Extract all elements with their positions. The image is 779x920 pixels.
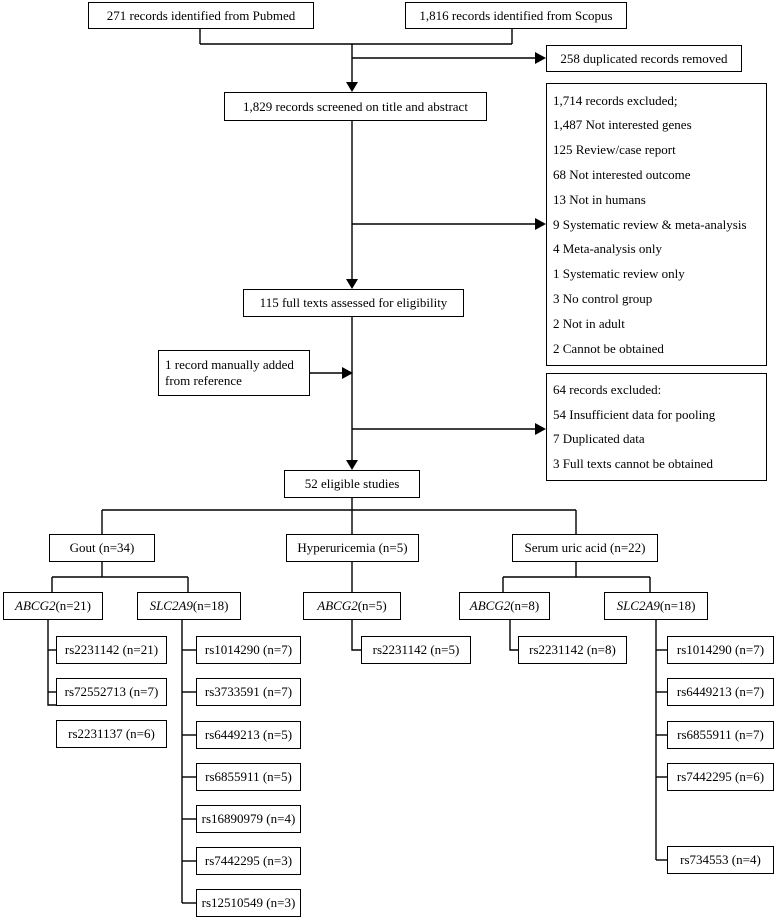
sua-slc2a9-box: SLC2A9 (n=18) [604,592,708,620]
hyperuricemia-box: Hyperuricemia (n=5) [286,534,419,562]
gene-count: (n=18) [192,598,229,614]
snp-box: rs3733591 (n=7) [196,678,301,706]
exclusion-line: 125 Review/case report [553,142,676,158]
screened-box: 1,829 records screened on title and abst… [224,92,487,121]
manual-added-line: 1 record manually added [165,357,294,373]
snp-box: rs1014290 (n=7) [667,636,774,664]
snp-box: rs734553 (n=4) [667,846,774,874]
snp-box: rs2231142 (n=8) [518,636,627,664]
snp-box: rs6449213 (n=7) [667,678,774,706]
exclusion-line: 2 Cannot be obtained [553,340,664,356]
snp-box: rs6855911 (n=5) [196,763,301,791]
exclusion-line: 2 Not in adult [553,315,625,331]
sua-abcg2-box: ABCG2 (n=8) [459,592,550,620]
exclusion-line: 1 Systematic review only [553,266,685,282]
fulltext-exclusions-box: 64 records excluded: 54 Insufficient dat… [546,373,767,481]
snp-box: rs2231137 (n=6) [56,720,167,748]
duplicates-removed-box: 258 duplicated records removed [546,45,742,72]
exclusion-line: 13 Not in humans [553,191,646,207]
exclusion-line: 1,487 Not interested genes [553,117,692,133]
snp-box: rs7442295 (n=3) [196,847,301,875]
exclusion-line: 68 Not interested outcome [553,167,691,183]
scopus-records-box: 1,816 records identified from Scopus [405,2,627,29]
pubmed-records-box: 271 records identified from Pubmed [88,2,314,29]
screening-exclusions-box: 1,714 records excluded; 1,487 Not intere… [546,83,767,366]
snp-box: rs7442295 (n=6) [667,763,774,791]
exclusion-line: 64 records excluded: [553,382,662,398]
eligible-studies-box: 52 eligible studies [284,470,420,498]
snp-box: rs2231142 (n=21) [56,636,167,664]
manual-added-line: from reference [165,373,242,388]
gout-abcg2-box: ABCG2 (n=21) [3,592,103,620]
exclusion-line: 3 No control group [553,291,653,307]
hyperuricemia-abcg2-box: ABCG2 (n=5) [303,592,401,620]
snp-box: rs1014290 (n=7) [196,636,301,664]
snp-box: rs6855911 (n=7) [667,721,774,749]
gene-count: (n=5) [357,598,387,614]
serum-uric-acid-box: Serum uric acid (n=22) [512,534,658,562]
exclusion-line: 4 Meta-analysis only [553,241,663,257]
snp-box: rs16890979 (n=4) [196,805,301,833]
manual-added-box: 1 record manually added from reference [158,350,310,396]
gene-count: (n=8) [510,598,540,614]
gout-box: Gout (n=34) [49,534,155,562]
exclusion-line: 3 Full texts cannot be obtained [553,455,713,471]
exclusion-line: 7 Duplicated data [553,431,645,447]
snp-box: rs72552713 (n=7) [56,678,167,706]
full-texts-box: 115 full texts assessed for eligibility [243,289,464,317]
gene-name: SLC2A9 [616,598,660,614]
snp-box: rs12510549 (n=3) [196,889,301,917]
exclusion-line: 54 Insufficient data for pooling [553,406,716,422]
snp-box: rs6449213 (n=5) [196,721,301,749]
gene-name: ABCG2 [317,598,358,614]
gout-slc2a9-box: SLC2A9 (n=18) [137,592,241,620]
exclusion-line: 9 Systematic review & meta-analysis [553,216,747,232]
snp-box: rs2231142 (n=5) [361,636,471,664]
gene-name: SLC2A9 [149,598,193,614]
exclusion-line: 1,714 records excluded; [553,92,678,108]
gene-name: ABCG2 [469,598,511,614]
gene-count: (n=18) [659,598,696,614]
gene-name: ABCG2 [15,598,56,614]
gene-count: (n=21) [55,598,91,614]
